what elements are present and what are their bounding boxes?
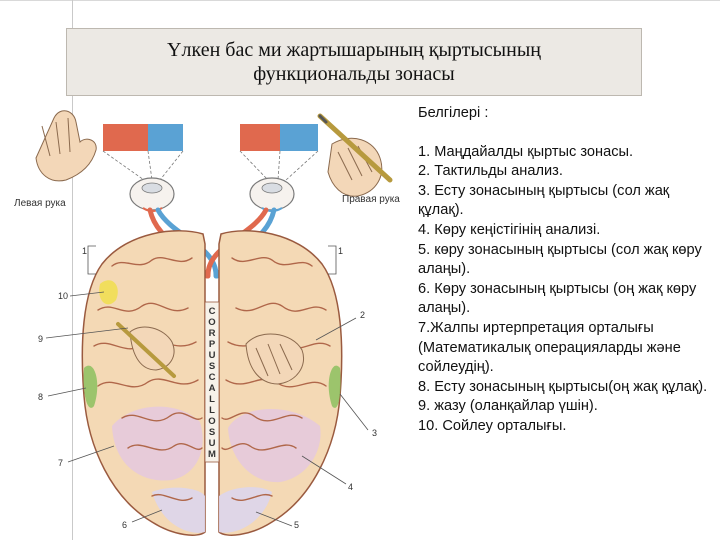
writing-hand-illustration [129, 326, 175, 371]
number-label: 1 [338, 246, 343, 256]
legend-item: 10. Сойлеу орталығы. [418, 417, 567, 434]
touching-hand-illustration [245, 333, 304, 385]
corpus-letter: P [209, 339, 216, 350]
corpus-letter: S [209, 427, 215, 438]
legend-item: 7.Жалпы иртерпретация орталығы (Математи… [418, 319, 685, 376]
legend: Белгілері : 1. Маңдайалды қыртыс зонасы.… [418, 104, 708, 437]
number-label: 2 [360, 310, 365, 320]
legend-item: 6. Көру зонасының қыртысы (оң жақ көру а… [418, 280, 701, 317]
legend-item: 9. жазу (оланқайлар үшін). [418, 398, 598, 415]
zone-10-speech-center [99, 280, 118, 305]
left-eye [129, 177, 175, 212]
legend-item: 4. Көру кеңістігінің анализі. [418, 221, 601, 238]
corpus-letter: S [209, 361, 215, 372]
corpus-letter: U [209, 438, 216, 449]
left-hand-illustration [35, 110, 97, 182]
zone-7-interpretation [112, 406, 203, 481]
number-label: 4 [348, 482, 353, 492]
left-hand-label: Левая рука [14, 198, 66, 209]
corpus-letter: L [209, 405, 215, 416]
left-blue-square [148, 124, 183, 151]
zone-4-visual-space [228, 408, 321, 483]
brain-diagram: Левая рука Правая рука [2, 96, 414, 540]
corpus-letter: O [208, 317, 215, 328]
zone-3-hearing-left [328, 365, 341, 408]
corpus-callosum [204, 301, 220, 463]
legend-title: Белгілері : [418, 105, 489, 121]
number-label: 7 [58, 458, 63, 468]
right-hand-illustration [327, 137, 383, 197]
number-label: 1 [82, 246, 87, 256]
legend-list: 1. Маңдайалды қыртыс зонасы. 2. Тактильды… [418, 143, 708, 437]
zone-6-visual-right [152, 487, 205, 533]
number-label: 6 [122, 520, 127, 530]
leader-lines [45, 245, 369, 527]
brain-diagram-svg: Левая рука Правая рука [14, 110, 400, 536]
right-hand-label: Правая рука [342, 194, 400, 205]
right-eye [249, 177, 295, 212]
brain-pen-icon [116, 322, 176, 378]
right-red-square [240, 124, 280, 151]
number-label: 3 [372, 428, 377, 438]
corpus-letter: C [209, 306, 216, 317]
legend-item: 3. Есту зонасының қыртысы (сол жақ құлақ… [418, 182, 674, 219]
legend-item: 1. Маңдайалды қыртыс зонасы. [418, 143, 634, 160]
page-title: Үлкен бас ми жартышарының қыртысының фун… [167, 39, 541, 85]
zone-8-hearing-right [83, 365, 98, 408]
legend-item: 2. Тактильды анализ. [418, 163, 563, 180]
top-border [0, 0, 720, 1]
pen-icon [317, 113, 393, 183]
legend-item: 5. көру зонасының қыртысы (сол жақ көру … [418, 241, 706, 278]
number-label: 10 [58, 291, 68, 301]
number-label: 5 [294, 520, 299, 530]
number-label: 8 [38, 392, 43, 402]
left-border [72, 0, 73, 540]
title-box: Үлкен бас ми жартышарының қыртысының фун… [66, 28, 642, 96]
projection-lines [102, 150, 319, 181]
left-red-square [103, 124, 148, 151]
corpus-letter: L [209, 394, 215, 405]
corpus-letter: O [208, 416, 215, 427]
corpus-letter: C [209, 372, 216, 383]
corpus-letter: R [209, 328, 216, 339]
zone-number-labels: 1 10 9 8 7 6 1 2 3 4 5 [38, 246, 377, 530]
corpus-letter: U [209, 350, 216, 361]
corpus-letter: M [208, 449, 216, 460]
number-label: 9 [38, 334, 43, 344]
corpus-letter: A [209, 383, 216, 394]
right-blue-square [280, 124, 318, 151]
legend-item: 8. Есту зонасының қыртысы(оң жақ құлақ). [418, 378, 708, 395]
